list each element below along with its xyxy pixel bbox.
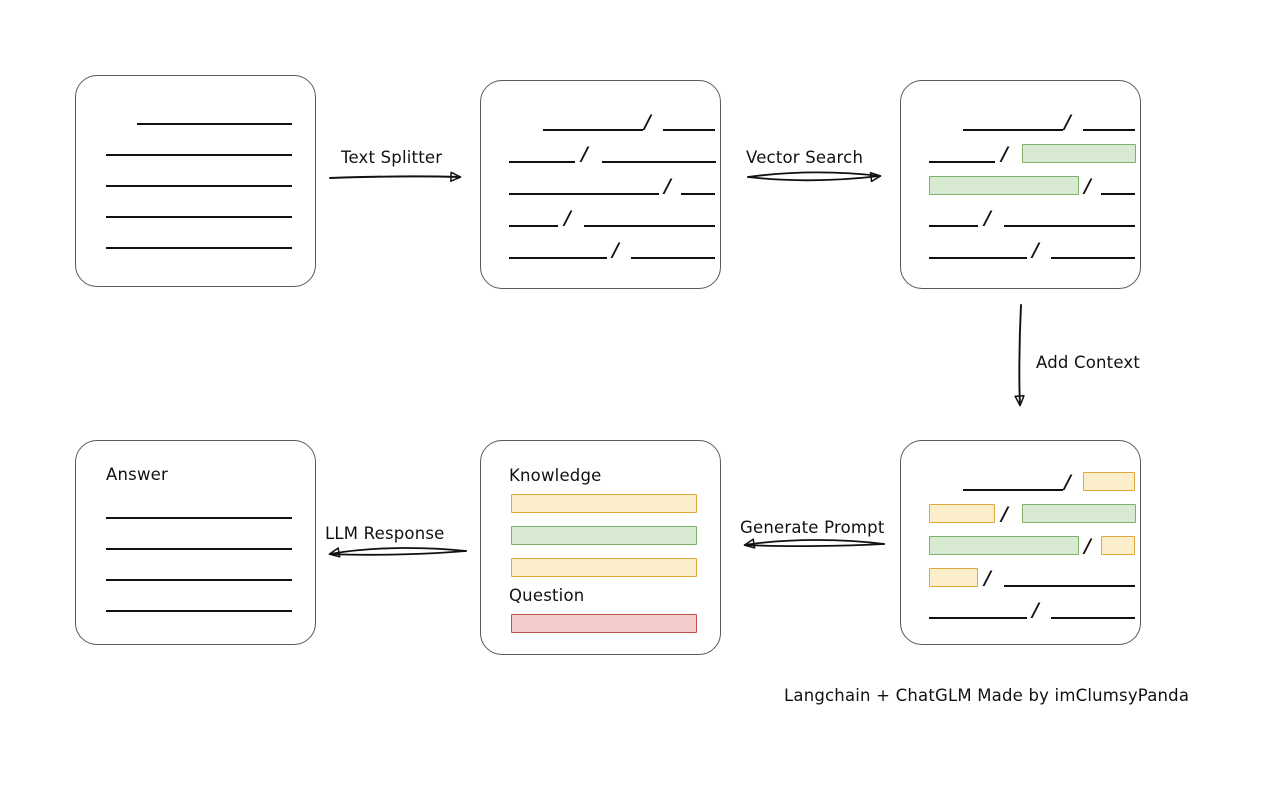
chunk-line bbox=[929, 225, 978, 227]
chunk-line bbox=[963, 489, 1063, 491]
answer-line bbox=[106, 610, 292, 612]
chunk-line bbox=[602, 161, 716, 163]
chunk-line bbox=[584, 225, 715, 227]
chunk-line bbox=[1051, 617, 1135, 619]
document-line bbox=[137, 123, 292, 125]
chunk-line bbox=[509, 257, 607, 259]
split-chunks-box[interactable]: / / / / / bbox=[480, 80, 721, 289]
chunk-separator: / bbox=[1032, 239, 1039, 261]
knowledge-label: Knowledge bbox=[509, 466, 602, 485]
chunk-separator: / bbox=[1064, 471, 1071, 493]
vector-matched-chunks-box[interactable]: / / / / / bbox=[900, 80, 1141, 289]
context-chunk-highlight bbox=[1101, 536, 1135, 555]
chunk-line bbox=[1004, 585, 1135, 587]
chunk-line bbox=[1051, 257, 1135, 259]
context-chunk-highlight bbox=[929, 568, 978, 587]
chunk-separator: / bbox=[1032, 599, 1039, 621]
chunk-separator: / bbox=[644, 111, 651, 133]
matched-chunk-highlight bbox=[929, 176, 1079, 195]
chunk-separator: / bbox=[1001, 143, 1008, 165]
edge-label-llm-response: LLM Response bbox=[325, 524, 445, 543]
answer-line bbox=[106, 579, 292, 581]
chunk-line bbox=[1101, 193, 1135, 195]
context-chunks-box[interactable]: / / / / / bbox=[900, 440, 1141, 645]
document-line bbox=[106, 247, 292, 249]
matched-chunk-highlight bbox=[1022, 504, 1136, 523]
footer-credit: Langchain + ChatGLM Made by imClumsyPand… bbox=[784, 686, 1190, 705]
knowledge-chunk-chip bbox=[511, 494, 697, 513]
edge-label-add-context: Add Context bbox=[1036, 353, 1141, 372]
chunk-line bbox=[963, 129, 1063, 131]
chunk-separator: / bbox=[1084, 535, 1091, 557]
chunk-separator: / bbox=[612, 239, 619, 261]
matched-chunk-highlight bbox=[929, 536, 1079, 555]
document-line bbox=[106, 185, 292, 187]
chunk-line bbox=[1004, 225, 1135, 227]
chunk-line bbox=[509, 225, 558, 227]
chunk-line bbox=[663, 129, 715, 131]
chunk-line bbox=[929, 161, 995, 163]
question-label: Question bbox=[509, 586, 585, 605]
chunk-separator: / bbox=[984, 207, 991, 229]
arrow-add-context bbox=[1019, 304, 1021, 405]
chunk-separator: / bbox=[1001, 503, 1008, 525]
answer-box[interactable]: Answer bbox=[75, 440, 316, 645]
arrow-text-splitter bbox=[329, 176, 460, 178]
answer-line bbox=[106, 548, 292, 550]
matched-chunk-highlight bbox=[1022, 144, 1136, 163]
arrow-llm-response bbox=[330, 547, 467, 555]
answer-label: Answer bbox=[106, 465, 168, 484]
chunk-separator: / bbox=[1084, 175, 1091, 197]
chunk-line bbox=[509, 161, 575, 163]
chunk-separator: / bbox=[564, 207, 571, 229]
chunk-line bbox=[929, 257, 1027, 259]
knowledge-chunk-chip bbox=[511, 526, 697, 545]
chunk-separator: / bbox=[581, 143, 588, 165]
arrow-vector-search bbox=[747, 171, 880, 180]
context-chunk-highlight bbox=[1083, 472, 1135, 491]
knowledge-chunk-chip bbox=[511, 558, 697, 577]
chunk-separator: / bbox=[984, 567, 991, 589]
document-line bbox=[106, 216, 292, 218]
prompt-box[interactable]: Knowledge Question bbox=[480, 440, 721, 655]
edge-label-vector-search: Vector Search bbox=[746, 148, 864, 167]
question-chip bbox=[511, 614, 697, 633]
arrow-generate-prompt bbox=[745, 540, 885, 546]
document-line bbox=[106, 154, 292, 156]
source-document-box[interactable] bbox=[75, 75, 316, 287]
chunk-separator: / bbox=[1064, 111, 1071, 133]
chunk-line bbox=[681, 193, 715, 195]
chunk-line bbox=[631, 257, 715, 259]
context-chunk-highlight bbox=[929, 504, 995, 523]
edge-label-text-splitter: Text Splitter bbox=[341, 148, 443, 167]
edge-label-generate-prompt: Generate Prompt bbox=[740, 518, 885, 537]
chunk-line bbox=[929, 617, 1027, 619]
chunk-line bbox=[509, 193, 659, 195]
chunk-line bbox=[543, 129, 643, 131]
answer-line bbox=[106, 517, 292, 519]
chunk-line bbox=[1083, 129, 1135, 131]
chunk-separator: / bbox=[664, 175, 671, 197]
